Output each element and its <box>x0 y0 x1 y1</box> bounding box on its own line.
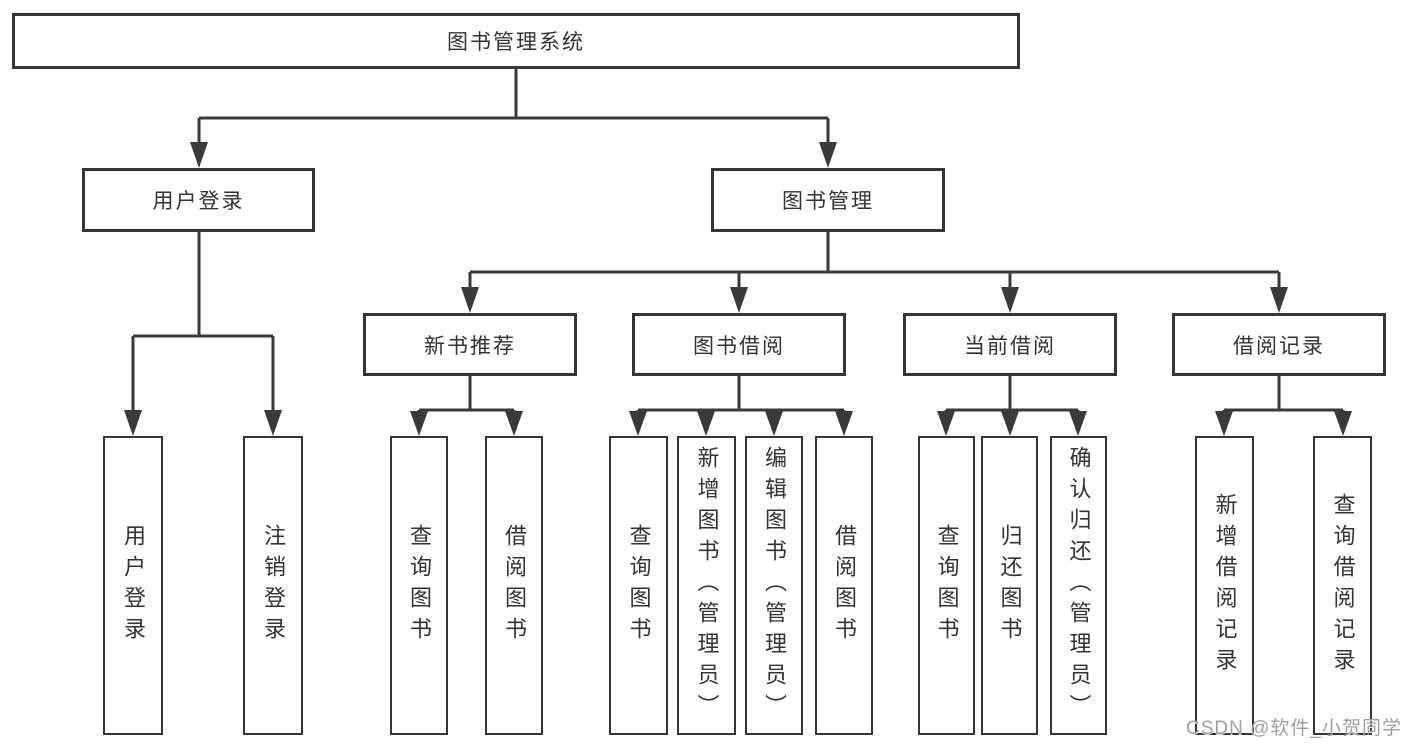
leaf-newrec-borrow-books: 借阅图书 <box>485 436 543 735</box>
leaf-current-return-books: 归还图书 <box>981 436 1038 735</box>
leaf-borrow-edit-books-admin: 编辑图书（管理员） <box>745 436 803 735</box>
node-book-borrowing: 图书借阅 <box>632 313 846 376</box>
leaf-records-query-record-label: 查询借阅记录 <box>1330 492 1356 679</box>
leaf-newrec-query-books: 查询图书 <box>390 436 448 735</box>
leaf-current-query-books-label: 查询图书 <box>934 523 960 648</box>
leaf-user-login: 用户登录 <box>103 436 163 735</box>
node-borrowing-records-label: 借阅记录 <box>1233 334 1325 358</box>
node-root-label: 图书管理系统 <box>447 31 585 54</box>
leaf-records-add-record: 新增借阅记录 <box>1195 436 1254 735</box>
leaf-current-query-books: 查询图书 <box>918 436 975 735</box>
node-book-management-label: 图书管理 <box>782 190 874 213</box>
leaf-borrow-borrow-books: 借阅图书 <box>815 436 873 735</box>
leaf-logout: 注销登录 <box>243 436 303 735</box>
node-new-book-recommend-label: 新书推荐 <box>424 334 516 358</box>
leaf-current-confirm-return-admin-label: 确认归还（管理员） <box>1066 446 1092 725</box>
leaf-borrow-add-books-admin: 新增图书（管理员） <box>677 436 736 735</box>
leaf-borrow-borrow-books-label: 借阅图书 <box>832 523 857 648</box>
leaf-newrec-borrow-books-label: 借阅图书 <box>502 523 527 648</box>
leaf-newrec-query-books-label: 查询图书 <box>407 523 432 648</box>
leaf-current-confirm-return-admin: 确认归还（管理员） <box>1050 436 1107 735</box>
node-borrowing-records: 借阅记录 <box>1172 313 1386 376</box>
csdn-watermark: CSDN @软件_小贺同学 <box>1186 718 1402 739</box>
node-user-login: 用户登录 <box>82 168 315 232</box>
arrowhead-icons <box>124 142 1352 436</box>
node-new-book-recommend: 新书推荐 <box>363 313 577 376</box>
leaf-records-add-record-label: 新增借阅记录 <box>1212 492 1238 679</box>
leaf-logout-label: 注销登录 <box>261 523 286 648</box>
node-current-borrowing-label: 当前借阅 <box>964 334 1056 358</box>
node-root-system: 图书管理系统 <box>12 13 1020 69</box>
node-book-borrowing-label: 图书借阅 <box>693 334 785 358</box>
leaf-user-login-label: 用户登录 <box>121 523 146 648</box>
node-current-borrowing: 当前借阅 <box>903 313 1117 376</box>
leaf-borrow-add-books-admin-label: 新增图书（管理员） <box>694 446 720 725</box>
leaf-records-query-record: 查询借阅记录 <box>1313 436 1372 735</box>
leaf-borrow-edit-books-admin-label: 编辑图书（管理员） <box>762 446 787 725</box>
node-user-login-label: 用户登录 <box>152 190 245 213</box>
leaf-borrow-query-books: 查询图书 <box>609 436 668 735</box>
leaf-borrow-query-books-label: 查询图书 <box>626 523 652 648</box>
leaf-current-return-books-label: 归还图书 <box>997 523 1023 648</box>
node-book-management: 图书管理 <box>711 168 945 232</box>
